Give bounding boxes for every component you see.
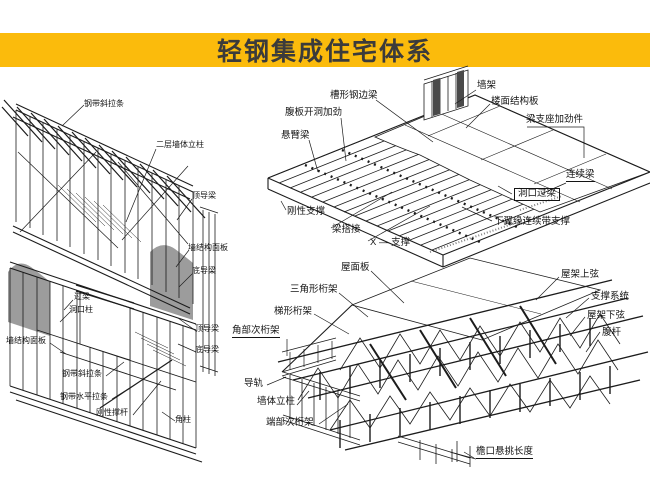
steel-strap-horizontal-tie-label: 钢带水平拉条 (60, 392, 108, 401)
x-bracing-label: X — 支撑 (370, 237, 411, 248)
web-member-label: 腹杆 (602, 327, 622, 338)
roof-truss-drawing (266, 257, 649, 467)
guide-rail-label: 导轨 (244, 378, 264, 389)
eave-overhang-length-label: 檐口悬挑长度 (476, 446, 534, 460)
corner-sub-truss-label: 角部次桁架 (232, 325, 280, 339)
steel-strap-diagonal-tie-label: 钢带斜拉条 (84, 99, 124, 108)
leader-lines (49, 104, 197, 422)
channel-steel-edge-beam-label: 槽形钢边梁 (330, 90, 378, 101)
steel-strap-diagonal-tie-label-2: 钢带斜拉条 (62, 369, 102, 378)
floor-frame-drawing (267, 65, 650, 268)
wall-structural-panel-label-left: 墙结构面板 (6, 336, 46, 345)
roof-panel-label: 屋面板 (341, 262, 370, 273)
truss-bottom-chord-label: 屋架下弦 (587, 310, 626, 321)
top-track-label-2: 顶导梁 (195, 324, 219, 333)
wall-frame-drawing (1, 99, 219, 463)
continuous-beam-label: 连续梁 (566, 169, 595, 183)
beam-lap-label: 梁搭接 (332, 224, 361, 235)
rigid-bracing-label: 刚性支撑 (287, 206, 326, 217)
triangular-truss-label: 三角形桁架 (290, 284, 338, 295)
bottom-track-label-1: 底导梁 (192, 266, 216, 275)
bracing-system-label: 支撑系统 (591, 291, 630, 302)
beam-support-stiffener-label: 梁支座加劲件 (526, 114, 584, 125)
end-sub-truss-label: 端部次桁架 (266, 417, 314, 428)
wall-frame-label: 墙架 (477, 80, 497, 91)
title-banner: 轻钢集成住宅体系 (0, 33, 650, 67)
leader-lines (266, 270, 601, 459)
floor-structural-panel-label: 楼面结构板 (491, 96, 539, 107)
truss-top-chord-label: 屋架上弦 (561, 269, 600, 280)
top-track-label-1: 顶导梁 (192, 191, 216, 200)
web-opening-stiffener-label: 腹板开洞加劲 (285, 107, 343, 118)
second-floor-wall-stud-label: 二层墙体立柱 (156, 140, 204, 149)
rigid-brace-label: 刚性撑杆 (96, 408, 128, 417)
opening-lintel-label: 洞口过梁 (514, 188, 561, 202)
page-title: 轻钢集成住宅体系 (216, 38, 433, 66)
opening-stud-label: 洞口柱 (69, 305, 93, 314)
wall-structural-panel-label-right: 墙结构面板 (188, 243, 228, 252)
lintel-label: 过梁 (74, 292, 90, 301)
wall-stud-label: 墙体立柱 (257, 396, 296, 407)
bottom-flange-continuous-strap-label: 下翼缘连续带支撑 (494, 216, 571, 227)
cantilever-beam-label: 悬臂梁 (281, 130, 310, 141)
trapezoidal-truss-label: 梯形桁架 (274, 306, 313, 317)
bottom-track-label-2: 底导梁 (195, 345, 219, 354)
corner-stud-label: 角柱 (175, 415, 191, 424)
